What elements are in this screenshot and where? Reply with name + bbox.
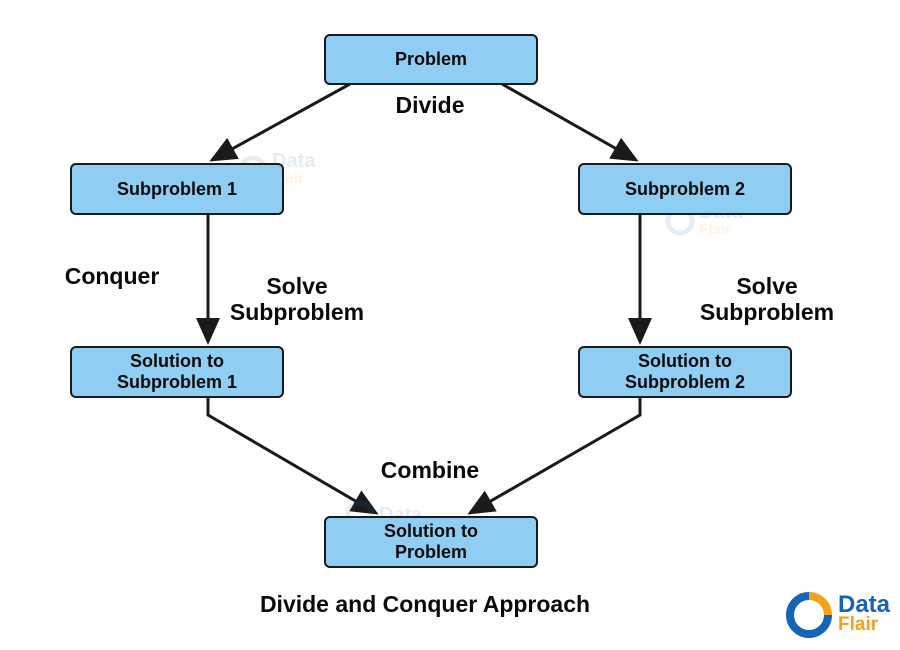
label-solve-left-line-1: Solve [266, 273, 328, 299]
node-solution-final-line-1: Solution to [384, 521, 478, 541]
node-solution-1-line-1: Solution to [130, 351, 224, 371]
label-solve-right-line-2: Subproblem [699, 299, 835, 325]
label-solve-left-line-2: Subproblem [229, 299, 365, 325]
node-subproblem-2-label: Subproblem 2 [624, 178, 745, 199]
arrow-problem-to-subproblem-1 [209, 82, 351, 162]
arrow-solution-2-to-final [467, 398, 642, 515]
node-subproblem-1-label: Subproblem 1 [116, 178, 237, 199]
label-solve-right-line-1: Solve [736, 273, 798, 299]
label-solve-right: Solve Subproblem [684, 273, 850, 325]
arrow-solution-1-to-final [206, 398, 379, 515]
node-solution-2-line-1: Solution to [638, 351, 732, 371]
dataflair-logo-icon [786, 592, 832, 638]
node-subproblem-2: Subproblem 2 [578, 163, 792, 215]
node-solution-final-line-2: Problem [394, 542, 467, 562]
logo-text-flair: Flair [838, 614, 879, 635]
node-problem: Problem [324, 34, 538, 85]
node-problem-label: Problem [394, 49, 468, 69]
logo-text-data: Data [838, 591, 891, 618]
node-subproblem-1: Subproblem 1 [70, 163, 284, 215]
diagram-caption: Divide and Conquer Approach [259, 591, 591, 617]
label-divide: Divide [395, 92, 465, 118]
arrow-problem-to-subproblem-2 [501, 82, 639, 162]
label-conquer: Conquer [64, 263, 160, 289]
dataflair-logo: Data Flair [786, 592, 890, 638]
node-solution-final: Solution to Problem [324, 516, 538, 568]
node-solution-2-line-2: Subproblem 2 [624, 372, 745, 392]
node-solution-1-line-2: Subproblem 1 [116, 372, 237, 392]
label-solve-left: Solve Subproblem [214, 273, 380, 325]
node-solution-2: Solution to Subproblem 2 [578, 346, 792, 398]
node-solution-1: Solution to Subproblem 1 [70, 346, 284, 398]
label-combine: Combine [380, 457, 480, 483]
